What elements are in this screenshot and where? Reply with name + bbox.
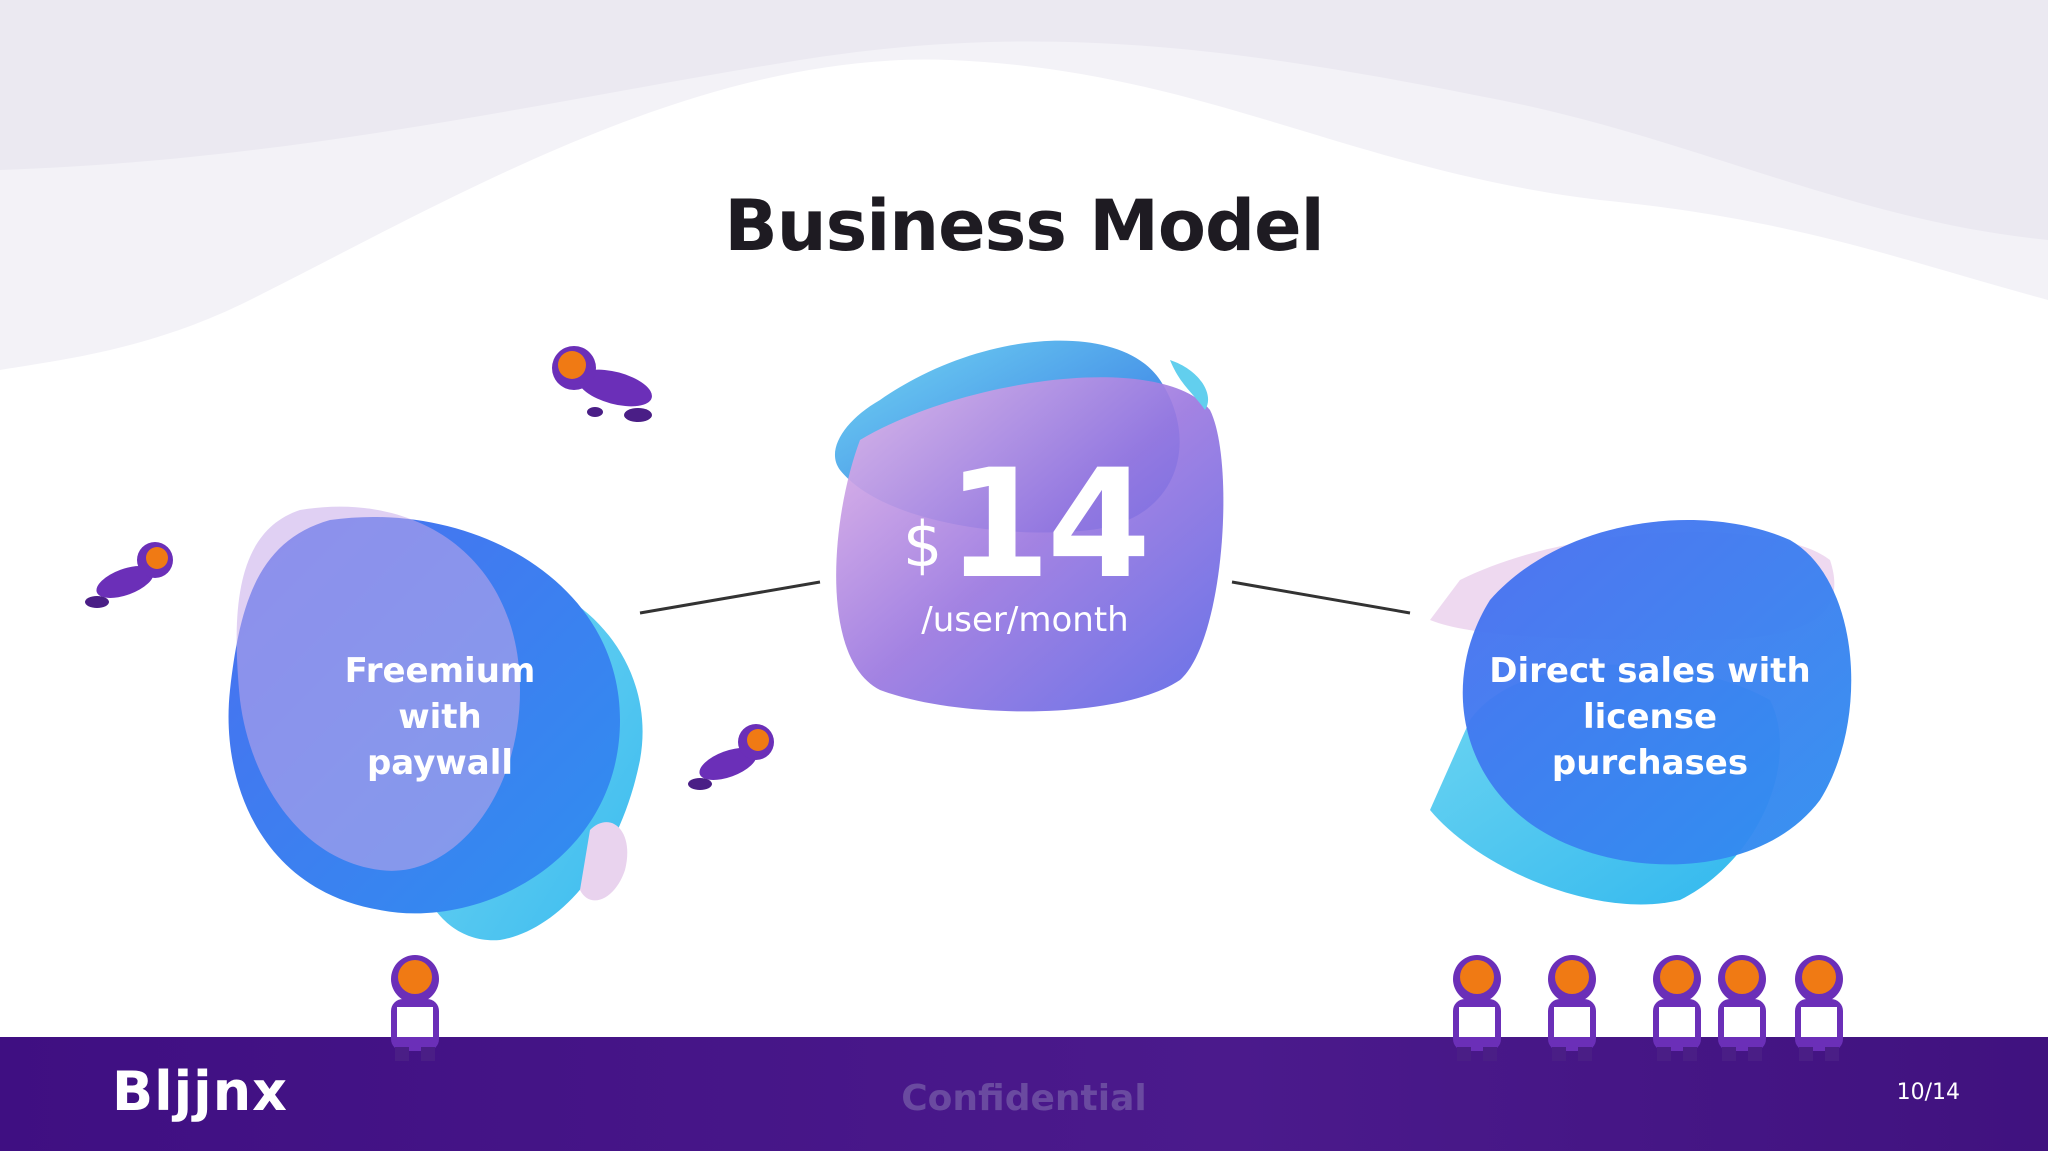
- left-blob: [228, 506, 643, 941]
- right-blob-text: Direct sales with license purchases: [1480, 648, 1820, 786]
- slide-title: Business Model: [724, 185, 1324, 267]
- astronaut-icon: [1453, 955, 1501, 1061]
- right-blob: [1430, 520, 1852, 905]
- connector-left: [639, 580, 821, 615]
- footer-bar: [0, 1037, 2048, 1151]
- price-amount: 14: [946, 438, 1151, 612]
- company-logo: Bljjnx: [112, 1060, 288, 1123]
- price-unit: /user/month: [921, 600, 1129, 640]
- confidential-label: Confidential: [901, 1078, 1147, 1119]
- astronaut-icon: [1795, 955, 1843, 1061]
- price-currency: $: [902, 508, 943, 581]
- center-blob: [834, 340, 1224, 712]
- astronaut-icon: [552, 346, 652, 422]
- astronaut-icon: [1718, 955, 1766, 1061]
- right-blob-line1: Direct sales with: [1489, 651, 1811, 691]
- left-blob-line2: paywall: [366, 743, 514, 783]
- astronaut-icon: [1548, 955, 1596, 1061]
- left-blob-text: Freemium with paywall: [300, 648, 580, 786]
- astronaut-icon: [391, 955, 439, 1061]
- price: $14: [820, 450, 1230, 600]
- astronaut-icon: [85, 542, 173, 608]
- astronaut-icon: [1653, 955, 1701, 1061]
- left-blob-line1: Freemium with: [344, 651, 536, 737]
- connector-right: [1231, 580, 1411, 615]
- right-blob-line2: license purchases: [1551, 697, 1749, 783]
- page-number: 10/14: [1896, 1080, 1960, 1105]
- astronaut-icon: [688, 724, 774, 790]
